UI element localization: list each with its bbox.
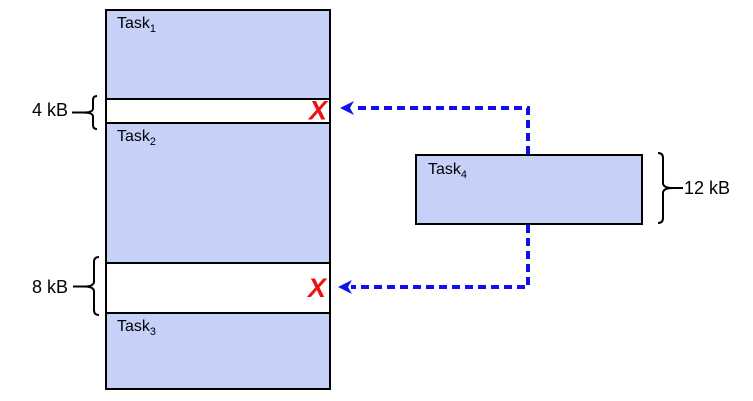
memory-free-gap-4kb bbox=[107, 98, 329, 122]
arrowhead-4kb-gap bbox=[340, 101, 354, 115]
task2-label: Task2 bbox=[117, 128, 156, 149]
task2-name: Task bbox=[117, 128, 150, 145]
memory-segment-task1: Task1 bbox=[107, 11, 329, 98]
memory-segment-task3: Task3 bbox=[107, 312, 329, 388]
brace-8kb bbox=[83, 256, 100, 316]
task4-name: Task bbox=[428, 161, 461, 178]
task3-subscript: 3 bbox=[149, 326, 156, 339]
task4-label: Task4 bbox=[428, 161, 467, 182]
task4-size-label-12kb: 12 kB bbox=[684, 178, 731, 198]
task1-label: Task1 bbox=[117, 15, 156, 36]
arrow-task4-to-8kb-gap bbox=[351, 225, 530, 289]
arrowhead-8kb-gap bbox=[338, 280, 352, 294]
gap-size-label-4kb: 4 kB bbox=[31, 100, 68, 120]
memory-segment-task2: Task2 bbox=[107, 122, 329, 262]
arrow-task4-to-4kb-gap bbox=[353, 106, 530, 154]
task3-name: Task bbox=[117, 318, 150, 335]
task1-subscript: 1 bbox=[149, 23, 156, 36]
pending-task4-box: Task4 bbox=[415, 154, 643, 225]
gap-size-label-8kb: 8 kB bbox=[31, 277, 68, 297]
task1-name: Task bbox=[117, 15, 150, 32]
brace-12kb bbox=[657, 152, 674, 224]
brace-4kb bbox=[82, 95, 98, 130]
memory-column: Task1 Task2 Task3 bbox=[105, 9, 331, 390]
memory-free-gap-8kb bbox=[107, 262, 329, 312]
task3-label: Task3 bbox=[117, 318, 156, 339]
task4-subscript: 4 bbox=[460, 169, 467, 182]
task2-subscript: 2 bbox=[149, 136, 156, 149]
